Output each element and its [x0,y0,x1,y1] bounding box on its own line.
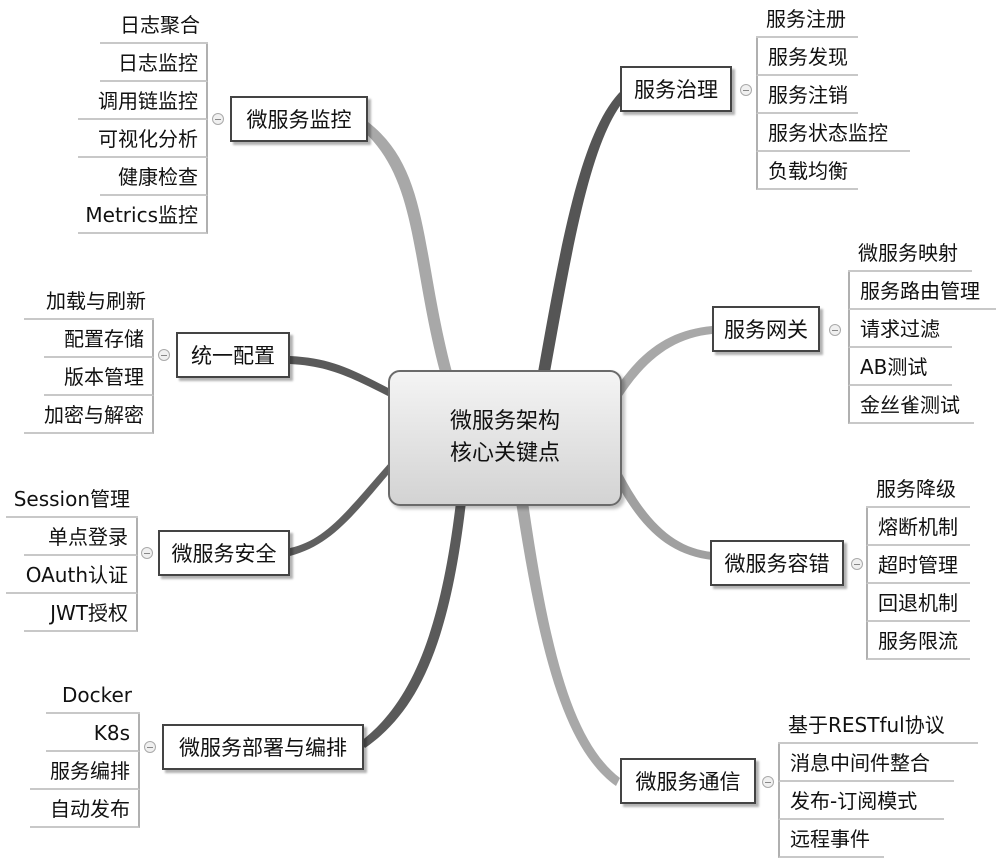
connector-governance [538,90,628,372]
connector-config [290,356,392,398]
leaf-governance-1[interactable]: 服务注册 [756,0,858,38]
connector-deploy [360,502,466,748]
leaf-gateway-4[interactable]: AB测试 [848,348,952,386]
connector-fault-tolerance [612,466,712,560]
branch-governance-label: 服务治理 [634,78,718,102]
leaf-communication-3[interactable]: 发布-订阅模式 [778,782,944,820]
leaf-gateway-3[interactable]: 请求过滤 [848,310,952,348]
collapse-fault-tolerance-icon[interactable] [851,558,863,570]
collapse-deploy-icon[interactable] [144,741,156,753]
collapse-communication-icon[interactable] [762,776,774,788]
branch-security[interactable]: 微服务安全 [158,530,290,576]
branch-gateway[interactable]: 服务网关 [712,306,820,352]
collapse-governance-icon[interactable] [740,84,752,96]
center-topic[interactable]: 微服务架构 核心关键点 [388,370,622,506]
branch-monitoring[interactable]: 微服务监控 [230,96,368,142]
branch-fault-tolerance-label: 微服务容错 [724,552,830,576]
leaf-governance-3[interactable]: 服务注销 [756,76,858,114]
branch-communication[interactable]: 微服务通信 [620,758,756,804]
leaf-fault-tolerance-5[interactable]: 服务限流 [866,622,970,660]
branch-governance[interactable]: 服务治理 [620,66,732,112]
leaf-gateway-2[interactable]: 服务路由管理 [848,272,996,310]
center-topic-line1: 微服务架构 [449,409,560,434]
leaf-communication-4[interactable]: 远程事件 [778,820,884,858]
leaf-deploy-1[interactable]: Docker [46,676,140,714]
leaf-security-3[interactable]: OAuth认证 [6,556,138,594]
leaf-monitoring-5[interactable]: 健康检查 [100,158,208,196]
connector-gateway [612,326,712,402]
leaf-gateway-5[interactable]: 金丝雀测试 [848,386,974,424]
collapse-security-icon[interactable] [141,547,153,559]
leaf-config-1[interactable]: 加载与刷新 [24,282,154,320]
leaf-fault-tolerance-4[interactable]: 回退机制 [866,584,970,622]
branch-deploy[interactable]: 微服务部署与编排 [162,724,364,770]
leaf-config-4[interactable]: 加密与解密 [24,396,154,434]
leaf-communication-2[interactable]: 消息中间件整合 [778,744,954,782]
leaf-security-1[interactable]: Session管理 [6,480,138,518]
leaf-monitoring-1[interactable]: 日志聚合 [100,6,208,44]
leaf-monitoring-2[interactable]: 日志监控 [100,44,208,82]
branch-deploy-label: 微服务部署与编排 [179,736,347,760]
branch-communication-label: 微服务通信 [635,770,741,794]
leaf-security-2[interactable]: 单点登录 [24,518,138,556]
branch-config[interactable]: 统一配置 [176,332,290,378]
leaf-communication-1[interactable]: 基于RESTful协议 [778,706,978,744]
leaf-fault-tolerance-3[interactable]: 超时管理 [866,546,970,584]
leaf-monitoring-6[interactable]: Metrics监控 [78,196,208,234]
connector-monitoring [360,122,452,372]
connector-security [290,462,392,556]
branch-gateway-label: 服务网关 [724,318,808,342]
collapse-config-icon[interactable] [158,349,170,361]
branch-fault-tolerance[interactable]: 微服务容错 [710,540,844,586]
leaf-deploy-3[interactable]: 服务编排 [30,752,140,790]
leaf-governance-5[interactable]: 负载均衡 [756,152,858,190]
leaf-gateway-1[interactable]: 微服务映射 [848,234,972,272]
branch-config-label: 统一配置 [191,344,275,368]
branch-security-label: 微服务安全 [171,542,277,566]
leaf-monitoring-4[interactable]: 可视化分析 [78,120,208,158]
leaf-deploy-2[interactable]: K8s [46,714,140,752]
center-topic-line2: 核心关键点 [449,441,560,466]
leaf-config-2[interactable]: 配置存储 [44,320,154,358]
leaf-fault-tolerance-1[interactable]: 服务降级 [866,470,970,508]
collapse-monitoring-icon[interactable] [212,113,224,125]
leaf-governance-4[interactable]: 服务状态监控 [756,114,910,152]
collapse-gateway-icon[interactable] [829,324,841,336]
branch-monitoring-label: 微服务监控 [246,108,352,132]
leaf-governance-2[interactable]: 服务发现 [756,38,858,76]
leaf-deploy-4[interactable]: 自动发布 [30,790,140,828]
leaf-fault-tolerance-2[interactable]: 熔断机制 [866,508,970,546]
connector-communication [516,502,620,786]
leaf-monitoring-3[interactable]: 调用链监控 [78,82,208,120]
leaf-config-3[interactable]: 版本管理 [44,358,154,396]
leaf-security-4[interactable]: JWT授权 [24,594,138,632]
